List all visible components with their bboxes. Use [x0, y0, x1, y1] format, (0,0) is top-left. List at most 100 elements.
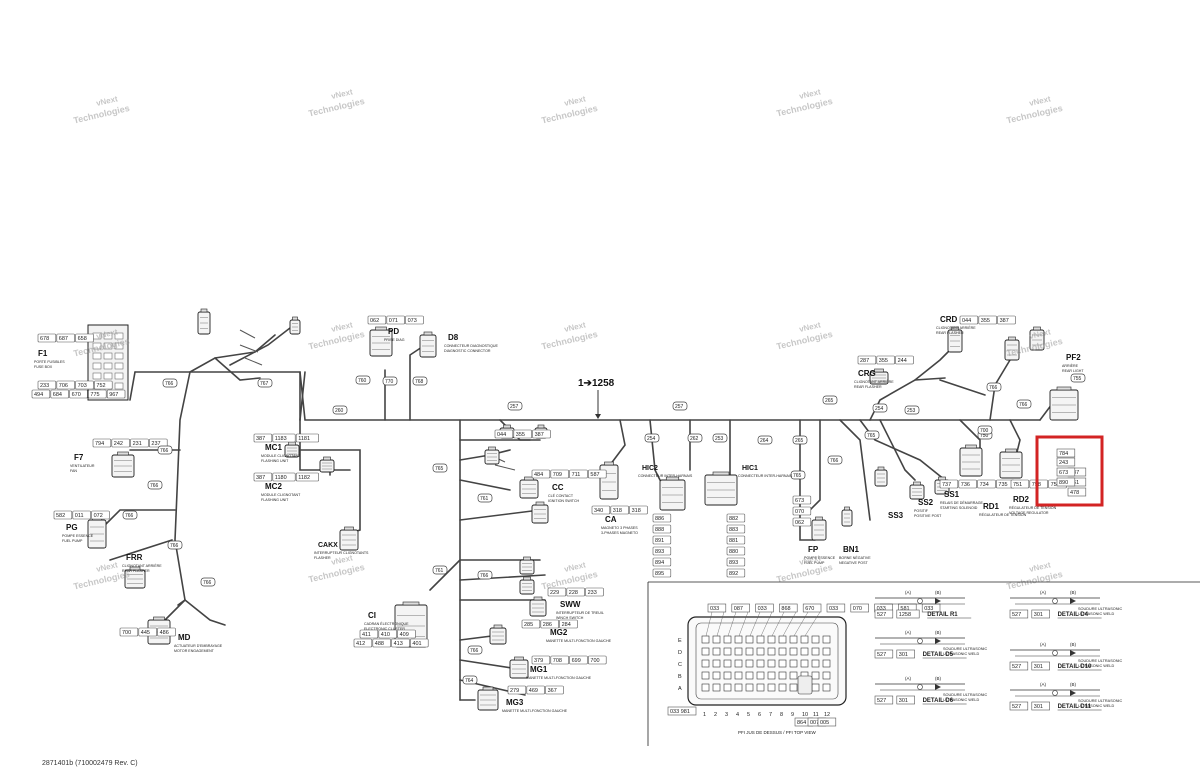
pin-box — [550, 655, 569, 665]
connector-latch — [815, 516, 823, 521]
connector-latch — [117, 451, 129, 456]
segment-tag — [432, 565, 448, 575]
pin-box — [531, 655, 551, 665]
weld-point — [917, 598, 923, 604]
detail-callout: (B) — [1070, 682, 1077, 687]
row-letter: A — [678, 686, 682, 692]
connector-latch — [604, 461, 614, 466]
segment-length: 254 — [647, 436, 656, 442]
connector-latch — [514, 656, 524, 661]
pin-box — [295, 472, 319, 482]
pin-number: 286 — [543, 622, 552, 628]
column-number: 5 — [747, 712, 750, 718]
pin-cavity — [712, 671, 721, 680]
segment-length: 260 — [335, 408, 344, 414]
pin-box — [585, 587, 604, 597]
component-description: STARTING SOLENOID — [940, 506, 978, 510]
pin-cavity — [723, 659, 732, 668]
segment-tag — [507, 401, 523, 411]
pin-cavity — [734, 635, 743, 644]
pin-box — [526, 685, 545, 695]
pin-box — [652, 546, 672, 556]
mg3-connector — [477, 686, 499, 711]
pin-number: 284 — [562, 622, 571, 628]
connector-latch — [129, 566, 141, 571]
wire — [799, 419, 816, 541]
connector-latch — [537, 424, 545, 429]
pin-cavity — [778, 683, 787, 692]
pin-box — [566, 587, 585, 597]
segment-length: 766 — [480, 573, 489, 579]
leader-line — [793, 611, 809, 637]
pin-cavity — [778, 647, 787, 656]
pin-box — [652, 524, 672, 534]
pin-box — [817, 717, 837, 727]
weld-arrow — [935, 684, 941, 690]
pin-cavity — [822, 671, 831, 680]
pin-box — [958, 479, 977, 489]
segment-tag — [1070, 373, 1086, 383]
component-code: PF2 — [1066, 353, 1081, 362]
pin-box — [550, 469, 569, 479]
pin-box — [874, 609, 894, 619]
connector-latch — [913, 481, 921, 486]
segment-tag — [157, 445, 173, 455]
pin-number: 033 — [829, 606, 838, 612]
wire — [299, 371, 306, 421]
pin-cavity — [712, 659, 721, 668]
segment-tag — [467, 645, 483, 655]
component-description: REAR FLASHER — [854, 385, 882, 389]
pin-box — [547, 587, 567, 597]
column-number: 2 — [714, 712, 717, 718]
connector-latch — [965, 444, 977, 449]
wire — [859, 419, 946, 481]
pin-number: 412 — [356, 641, 365, 647]
component-code: F1 — [38, 349, 48, 358]
pin-cavity — [778, 671, 787, 680]
pin-box — [569, 655, 588, 665]
segment-length: 766 — [170, 543, 179, 549]
pin-number: 340 — [594, 508, 603, 514]
segment-length: 760 — [358, 378, 367, 384]
component-code: PG — [66, 523, 78, 532]
component-description: MODULE CLIGNOTANT — [261, 493, 301, 497]
pin-cavity — [734, 647, 743, 656]
fuse-slot — [114, 332, 124, 340]
fuse-slot — [92, 362, 102, 370]
pin-cavity — [789, 671, 798, 680]
segment-length: 264 — [760, 438, 769, 444]
rear-flasher-connector — [124, 566, 146, 589]
leader-line — [771, 611, 785, 637]
pin-box — [857, 355, 877, 365]
detail-note: ULTRASONIC WELD — [943, 652, 979, 656]
mg-connector-a — [519, 556, 535, 575]
component-description: REAR FLASHER — [122, 569, 150, 573]
fuse-slot — [114, 342, 124, 350]
pin-cavity — [734, 683, 743, 692]
component-description: RELAIS DE DÉMARRAGE — [940, 500, 984, 505]
connector-latch — [951, 326, 959, 331]
pin-cavity — [767, 635, 776, 644]
pin-box — [1009, 609, 1029, 619]
hic1-connector — [704, 471, 738, 506]
column-number: 10 — [802, 712, 808, 718]
component-description: POMPE ESSENCE — [62, 534, 94, 538]
wire — [429, 559, 461, 591]
column-number: 11 — [813, 712, 819, 718]
pin-number: 737 — [942, 482, 951, 488]
segment-length: 766 — [165, 381, 174, 387]
segment-tag — [904, 405, 920, 415]
pin-box — [386, 315, 405, 325]
pin-number: 658 — [78, 336, 87, 342]
component-description: RÉGULATEUR DE TENSION — [1009, 505, 1057, 510]
connector-latch — [503, 424, 511, 429]
pin-cavity — [822, 635, 831, 644]
component-code: SS3 — [888, 511, 904, 520]
pin-box — [295, 433, 319, 443]
fuse-slot — [114, 352, 124, 360]
highlight-pins: 784243587673061890478 — [1056, 448, 1087, 497]
pin-number: 1258 — [899, 612, 911, 618]
leader-line — [738, 611, 749, 637]
